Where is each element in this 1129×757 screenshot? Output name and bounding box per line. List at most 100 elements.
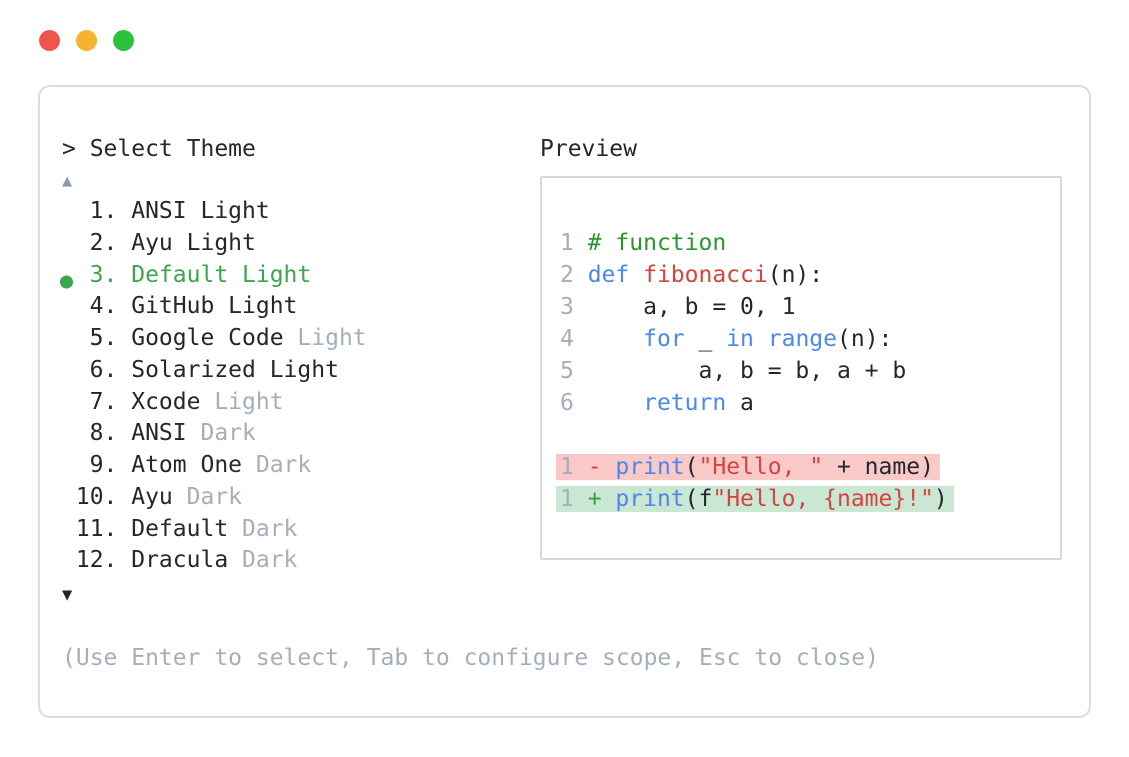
line-number: 1 <box>560 454 588 480</box>
theme-item-name: Ayu Light <box>131 229 256 256</box>
theme-item-number: 2 <box>89 229 104 256</box>
minimize-button[interactable] <box>76 30 97 51</box>
line-number: 6 <box>560 390 588 416</box>
theme-list-item[interactable]: 5. Google Code Light <box>62 323 502 355</box>
maximize-button[interactable] <box>113 30 134 51</box>
code-line-content: 1 - print("Hello, " + name) <box>556 454 940 480</box>
code-token: (n): <box>767 262 824 288</box>
code-token: (n): <box>837 326 893 352</box>
code-token <box>588 326 643 352</box>
preview-title: Preview <box>540 136 637 162</box>
theme-item-name: Ayu Dark <box>131 483 243 510</box>
code-line-content: 2 def fibonacci(n): <box>560 262 823 288</box>
theme-list-item[interactable]: 9. Atom One Dark <box>62 450 502 482</box>
theme-item-variant: Light <box>283 325 367 351</box>
theme-item-number: 1 <box>89 198 104 224</box>
theme-item-number: 7 <box>89 388 104 415</box>
code-line-content: 5 a, b = b, a + b <box>560 358 906 384</box>
code-blank-line <box>560 419 1060 451</box>
theme-item-variant: Dark <box>172 483 243 510</box>
code-token: "Hello, {name}!" <box>712 486 934 512</box>
code-token: + name) <box>823 454 934 480</box>
theme-item-variant: Light <box>200 388 284 415</box>
code-token: for <box>643 326 685 352</box>
theme-item-name: Google Code Light <box>131 325 367 351</box>
theme-item-variant: Dark <box>228 515 298 542</box>
code-token: a, b = b, a + b <box>587 358 907 384</box>
code-line: 6 return a <box>560 387 1060 419</box>
line-number: 5 <box>560 358 588 384</box>
line-number: 3 <box>560 294 588 320</box>
code-token: _ <box>684 326 727 352</box>
theme-list-item[interactable]: 8. ANSI Dark <box>62 418 502 450</box>
theme-item-variant: Dark <box>242 452 312 478</box>
code-token: in <box>726 326 754 352</box>
line-number: 4 <box>560 326 588 352</box>
code-token <box>754 326 768 352</box>
theme-list-item[interactable]: 12. Dracula Dark <box>62 545 502 577</box>
code-token: a, b = 0, 1 <box>587 294 796 320</box>
diff-removed-line: 1 - print("Hello, " + name) <box>556 451 1060 483</box>
theme-item-name: Xcode Light <box>131 388 284 415</box>
line-number: 1 <box>560 230 588 256</box>
code-token: (f <box>684 486 713 512</box>
code-token: range <box>767 326 837 352</box>
theme-item-number: 3 <box>89 261 104 288</box>
theme-item-name: Default Light <box>131 261 312 288</box>
code-token: ) <box>933 486 948 512</box>
code-line: 2 def fibonacci(n): <box>560 259 1060 291</box>
theme-item-name: GitHub Light <box>131 293 298 320</box>
code-token: print <box>615 454 685 480</box>
code-token <box>588 390 643 416</box>
theme-list-item[interactable]: 4. GitHub Light <box>62 291 502 323</box>
code-line-content: 1 # function <box>560 230 726 256</box>
theme-item-name: ANSI Dark <box>131 420 256 447</box>
theme-item-variant: Dark <box>186 420 256 447</box>
theme-list-item[interactable]: 10. Ayu Dark <box>62 482 502 514</box>
help-text: (Use Enter to select, Tab to configure s… <box>62 645 879 671</box>
code-token: fibonacci <box>643 262 768 288</box>
theme-item-number: 6 <box>89 356 104 383</box>
code-line-content: 3 a, b = 0, 1 <box>560 294 795 320</box>
code-token: a <box>726 390 754 416</box>
code-token: ( <box>684 454 699 480</box>
code-line-content: 1 + print(f"Hello, {name}!") <box>556 486 954 512</box>
theme-list-item[interactable]: 7. Xcode Light <box>62 387 502 419</box>
theme-list-item[interactable]: 2. Ayu Light <box>62 228 502 260</box>
code-token: def <box>587 262 644 288</box>
code-line: 1 # function <box>560 227 1060 259</box>
code-token: "Hello, " <box>698 454 824 480</box>
close-button[interactable] <box>39 30 60 51</box>
theme-item-name: Atom One Dark <box>131 452 312 478</box>
code-token: - <box>587 454 616 480</box>
theme-item-name: Solarized Light <box>131 356 339 383</box>
line-number: 2 <box>560 262 588 288</box>
code-token: + <box>587 486 616 512</box>
code-line: 4 for _ in range(n): <box>560 323 1060 355</box>
theme-item-number: 10 <box>75 483 104 510</box>
theme-list-item[interactable]: 3. Default Light <box>62 260 502 292</box>
theme-item-name: ANSI Light <box>131 198 270 224</box>
theme-item-number: 4 <box>89 293 104 320</box>
scroll-up-indicator[interactable]: ▲ <box>62 171 73 191</box>
code-token: # function <box>587 230 727 256</box>
code-line-content: 6 return a <box>560 390 754 416</box>
code-line-content: 4 for _ in range(n): <box>560 326 892 352</box>
theme-list-item[interactable]: 11. Default Dark <box>62 514 502 546</box>
diff-added-line: 1 + print(f"Hello, {name}!") <box>556 483 1060 515</box>
scroll-down-indicator[interactable]: ▼ <box>62 585 73 605</box>
theme-item-variant: Dark <box>228 547 298 574</box>
select-theme-prompt: > Select Theme <box>62 136 256 162</box>
theme-item-number: 11 <box>75 515 104 542</box>
theme-item-number: 5 <box>89 325 104 351</box>
theme-item-name: Dracula Dark <box>131 547 298 574</box>
theme-list-item[interactable]: 1. ANSI Light <box>62 196 502 228</box>
code-line: 5 a, b = b, a + b <box>560 355 1060 387</box>
code-token: print <box>615 486 685 512</box>
theme-list-item[interactable]: 6. Solarized Light <box>62 355 502 387</box>
theme-item-number: 9 <box>89 452 104 478</box>
